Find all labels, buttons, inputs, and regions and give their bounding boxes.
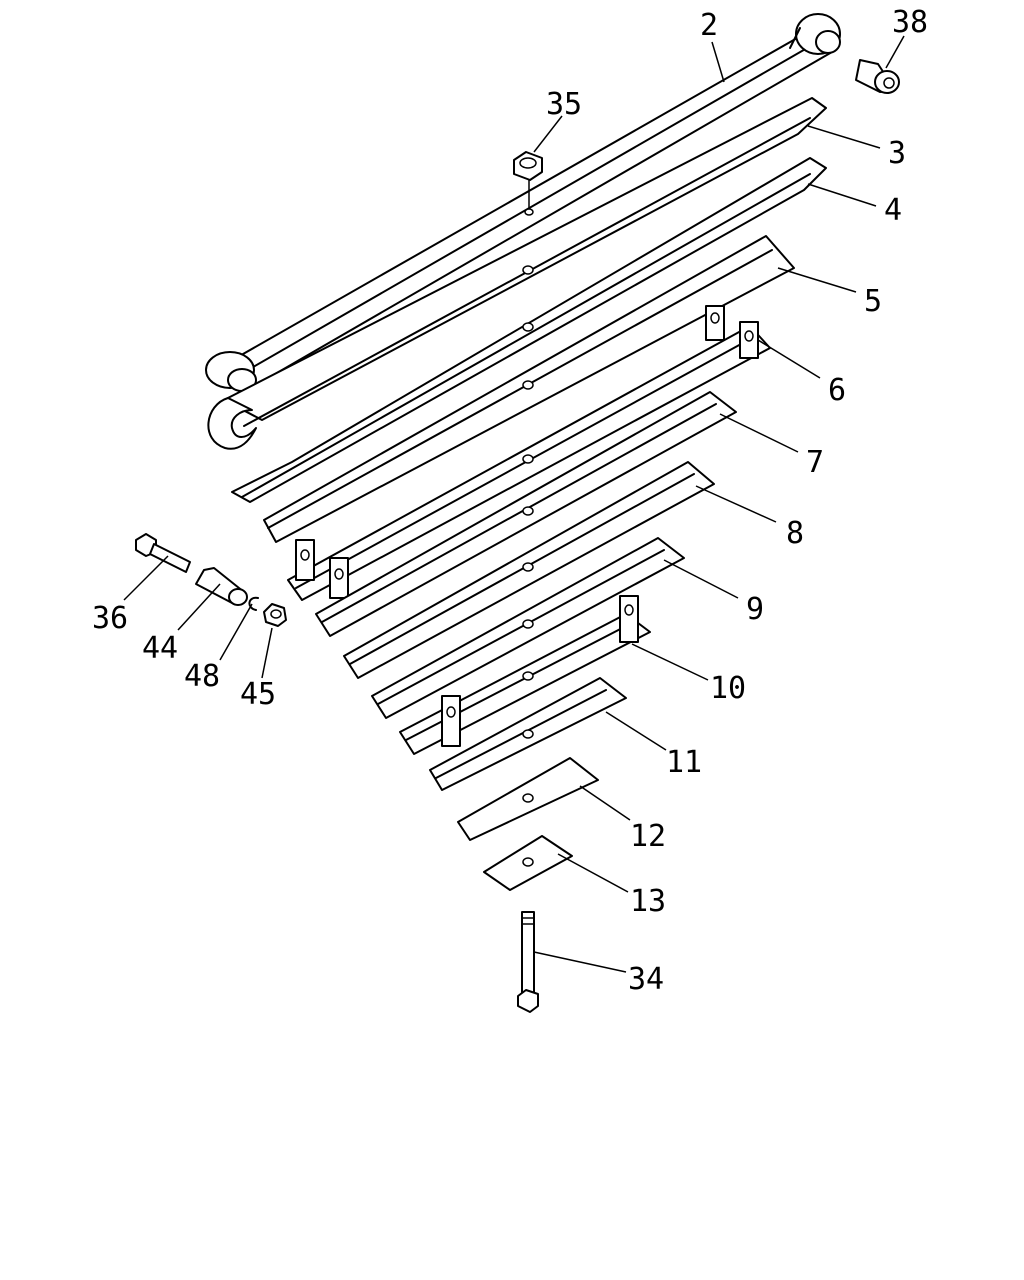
- label-4: 4: [884, 193, 902, 228]
- part-38-bushing: [855, 59, 900, 94]
- part-36-bolt: [135, 533, 191, 573]
- label-2: 2: [700, 8, 718, 43]
- part-10-rebound-leaf: [399, 595, 651, 755]
- label-10: 10: [710, 671, 746, 706]
- part-11-leaf: [429, 677, 627, 791]
- label-35: 35: [546, 87, 582, 122]
- part-35-nut: [513, 151, 543, 216]
- part-5-fourth-leaf: [263, 235, 795, 543]
- label-38: 38: [892, 5, 928, 40]
- part-44-sleeve: [195, 567, 248, 606]
- label-44: 44: [142, 631, 178, 666]
- leader-lines: [123, 35, 905, 973]
- label-45: 45: [240, 677, 276, 712]
- part-6-clipped-leaf: [287, 305, 771, 601]
- part-13-pad: [483, 835, 573, 891]
- callouts: 2 38 35 3 4 5 6 7 8 9 10 11 12 13 34 36 …: [92, 5, 928, 997]
- label-3: 3: [888, 136, 906, 171]
- part-7-leaf: [315, 391, 737, 637]
- label-36: 36: [92, 601, 128, 636]
- label-9: 9: [746, 592, 764, 627]
- part-3-second-leaf: [207, 97, 827, 450]
- part-8-leaf: [343, 461, 715, 679]
- label-6: 6: [828, 373, 846, 408]
- label-11: 11: [666, 745, 702, 780]
- label-13: 13: [630, 884, 666, 919]
- part-9-leaf: [371, 537, 685, 719]
- part-34-center-bolt: [517, 911, 539, 1013]
- part-45-nut: [263, 603, 287, 627]
- part-2-main-leaf: [205, 13, 841, 393]
- label-5: 5: [864, 284, 882, 319]
- label-8: 8: [786, 516, 804, 551]
- label-7: 7: [806, 445, 824, 480]
- label-12: 12: [630, 819, 666, 854]
- label-34: 34: [628, 962, 664, 997]
- part-12-pad: [457, 757, 599, 841]
- label-48: 48: [184, 659, 220, 694]
- part-48-washer: [248, 596, 259, 611]
- part-4-third-leaf: [231, 157, 827, 503]
